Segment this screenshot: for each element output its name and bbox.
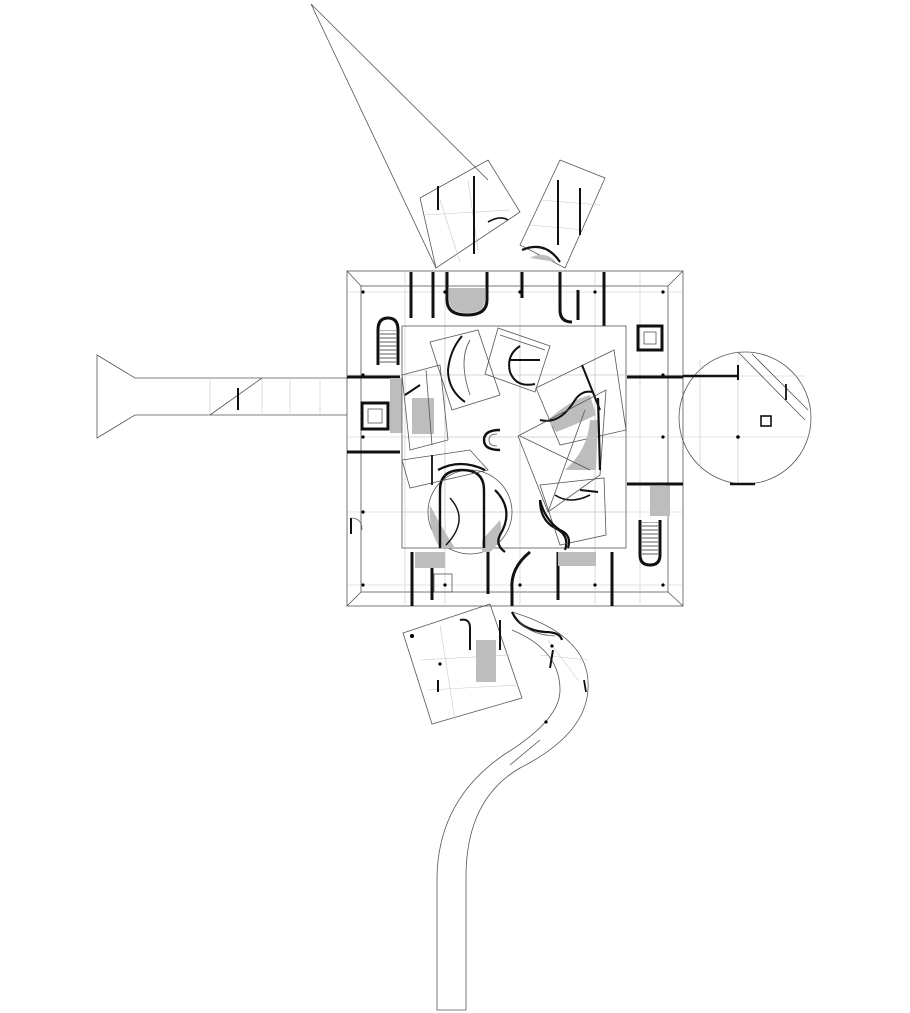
- top-right-quad-wing: [519, 159, 606, 269]
- room-square-bottom: [433, 573, 453, 593]
- stair-right: [638, 520, 662, 567]
- stair-left: [376, 316, 400, 365]
- inner-fragment-b: [484, 327, 551, 393]
- inner-fragment-g: [538, 477, 607, 549]
- inner-fragment-d: [535, 349, 627, 446]
- inner-fragment-f: [517, 389, 607, 513]
- main-square-block: [346, 270, 684, 607]
- left-funnel-corridor: [96, 354, 347, 439]
- inner-square: [401, 325, 627, 555]
- outer-ring-walls: [347, 272, 683, 606]
- inner-fragment-c: [401, 364, 449, 451]
- right-circle-wing: [678, 351, 812, 486]
- room-square-top-right: [636, 324, 664, 352]
- column-dots: [361, 290, 665, 587]
- inner-fragment-e: [401, 449, 489, 489]
- top-triangle-wing: [310, 3, 521, 269]
- inner-fragment-a: [429, 329, 501, 411]
- bottom-s-corridor: [436, 611, 589, 1011]
- room-square-left: [360, 401, 390, 431]
- bottom-left-quad-wing: [402, 603, 523, 725]
